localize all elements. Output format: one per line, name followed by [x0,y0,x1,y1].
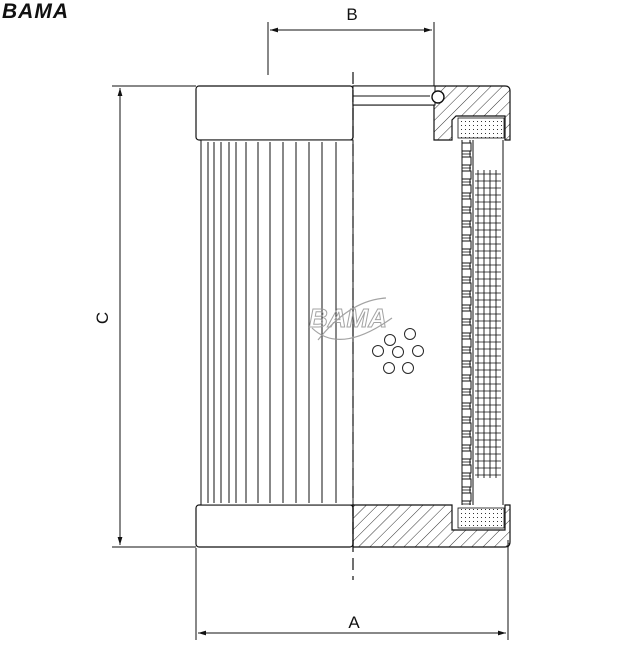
o-ring [431,90,445,104]
left-exterior-view [195,85,354,548]
brand-logo: BAMA [2,0,69,23]
support-mesh [461,140,472,505]
filter-media-grid [475,170,501,478]
dimension-a-label: A [348,613,360,632]
dimension-b: B [267,5,435,95]
dimension-c: C [93,85,196,548]
dimension-b-label: B [346,5,357,24]
right-section-view [352,85,511,548]
dimension-c-label: C [93,312,112,324]
dimension-a: A [195,540,509,640]
watermark-text: BAMA [309,303,387,333]
pleat-lines [207,142,337,503]
watermark: BAMA [309,297,424,374]
watermark-dots [372,328,424,374]
